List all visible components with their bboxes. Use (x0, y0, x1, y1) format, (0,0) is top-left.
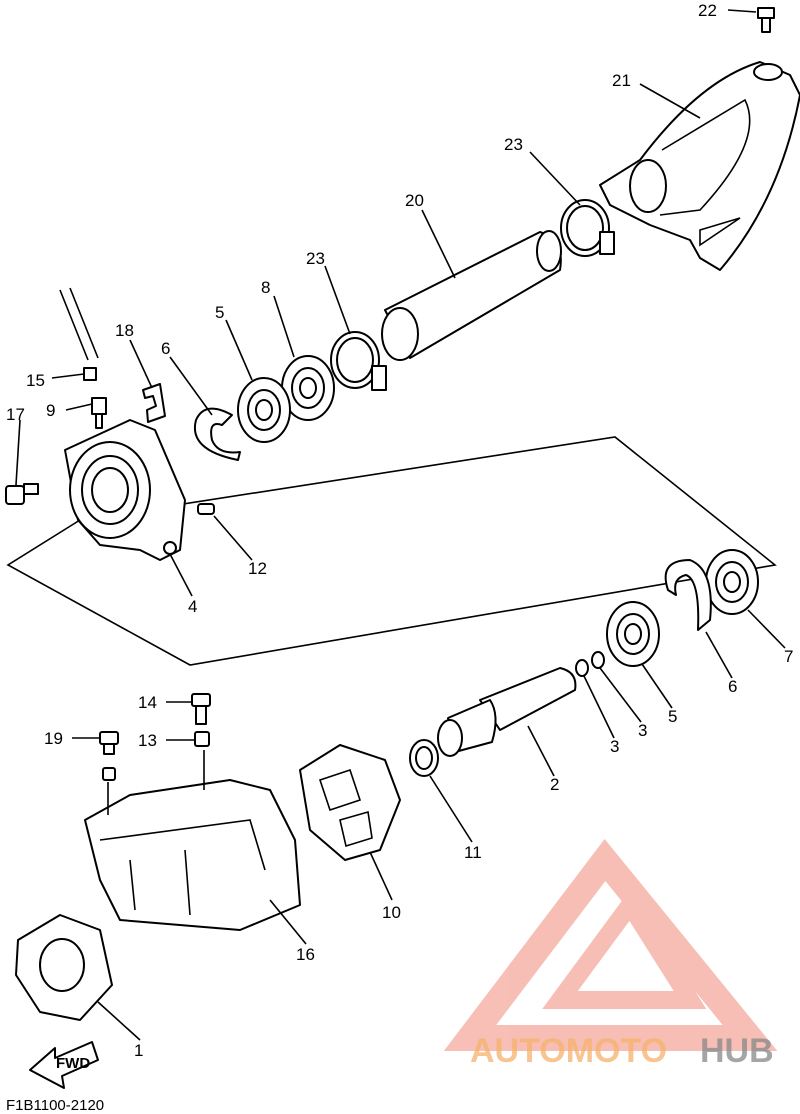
callout-3-right: 3 (638, 721, 647, 740)
callout-5-upper: 5 (215, 303, 224, 322)
callout-5-lower: 5 (668, 707, 677, 726)
watermark-text-a: AUTOMOTO (470, 1032, 667, 1070)
part-1-damper (15, 914, 113, 1021)
callout-23-upper: 23 (504, 135, 523, 154)
callout-9: 9 (46, 401, 55, 420)
callout-17: 17 (6, 405, 25, 424)
part-16-intake-duct (84, 779, 301, 931)
part-15-9-fittings (59, 287, 107, 429)
part-5-bearing-lower (606, 601, 660, 667)
callout-11: 11 (464, 843, 482, 862)
fwd-label: FWD (56, 1055, 90, 1072)
part-5-bearing-upper (237, 377, 291, 443)
callout-19: 19 (44, 729, 63, 748)
part-7-bearing (705, 549, 759, 615)
part-22-bolt (757, 7, 775, 33)
part-11-spacer (409, 739, 439, 777)
part-10-impeller (299, 744, 401, 861)
leader-lines (15, 9, 786, 1041)
callout-18: 18 (115, 321, 134, 340)
callout-6-lower: 6 (728, 677, 737, 696)
callout-labels: 22 21 23 20 23 8 5 6 18 15 9 17 12 4 7 6… (6, 1, 793, 1060)
part-6-circlip-lower (664, 559, 712, 631)
callout-1: 1 (134, 1041, 143, 1060)
callout-20: 20 (405, 191, 424, 210)
part-18-retainer (142, 383, 166, 423)
diagram-code: F1B1100-2120 (6, 1097, 104, 1114)
callout-4: 4 (188, 597, 197, 616)
callout-14: 14 (138, 693, 157, 712)
watermark-text-b: HUB (700, 1032, 774, 1070)
part-4-bearing-housing (64, 419, 186, 561)
watermark-logo (443, 838, 778, 1051)
part-14-bolt (191, 693, 211, 725)
part-23-clamp-upper (560, 199, 615, 257)
callout-7: 7 (784, 647, 793, 666)
callout-10: 10 (382, 903, 401, 922)
part-19-bolt (99, 731, 119, 781)
callout-3-left: 3 (610, 737, 619, 756)
callout-13: 13 (138, 731, 157, 750)
callout-12: 12 (248, 559, 267, 578)
part-12-dowel-pin (197, 503, 215, 515)
part-21-jet-nozzle (599, 61, 800, 271)
part-23-clamp-lower (330, 331, 387, 391)
part-8-bearing (281, 355, 335, 421)
part-13-collar (194, 731, 210, 747)
callout-8: 8 (261, 278, 270, 297)
part-20-sleeve (381, 230, 562, 361)
assembly-frame-lines (6, 436, 777, 666)
callout-21: 21 (612, 71, 631, 90)
watermark-text: AUTOMOTO HUB (470, 1032, 774, 1070)
callout-16: 16 (296, 945, 315, 964)
part-2-drive-shaft (437, 667, 577, 757)
part-6-circlip-upper (193, 407, 241, 461)
callout-23-lower: 23 (306, 249, 325, 268)
fwd-arrow-icon: FWD (29, 1041, 99, 1089)
part-17-bolt (5, 483, 39, 505)
callout-15: 15 (26, 371, 45, 390)
callout-6-upper: 6 (161, 339, 170, 358)
callout-2: 2 (550, 775, 559, 794)
part-3-o-rings (575, 651, 605, 677)
callout-22: 22 (698, 1, 717, 20)
